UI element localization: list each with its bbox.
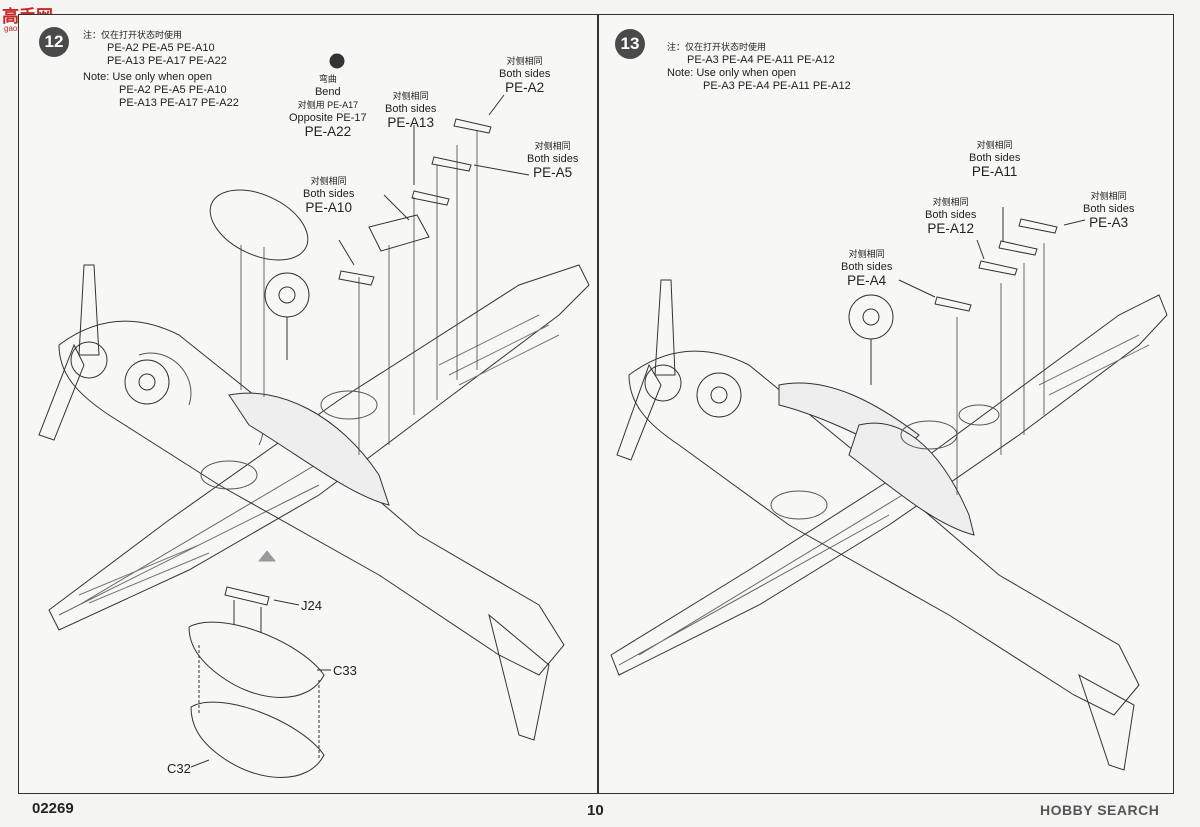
hobby-search-watermark: HOBBY SEARCH bbox=[1040, 802, 1160, 818]
aircraft-drawing-12 bbox=[38, 53, 590, 778]
step-13-note: 注：仅在打开状态时使用 PE-A3 PE-A4 PE-A11 PE-A12 No… bbox=[667, 42, 851, 92]
step-12-badge: 12 bbox=[39, 27, 69, 57]
step-13-panel: 13 注：仅在打开状态时使用 PE-A3 PE-A4 PE-A11 PE-A12… bbox=[598, 14, 1174, 794]
callout-pe-a10: 对侧相同 Both sides PE-A10 bbox=[303, 176, 355, 215]
step-12-panel: 12 注：仅在打开状态时使用 PE-A2 PE-A5 PE-A10 PE-A13… bbox=[18, 14, 598, 794]
callout-pe-a11: 对侧相同 Both sides PE-A11 bbox=[969, 140, 1021, 179]
callout-pe-a13: 对侧相同 Both sides PE-A13 bbox=[385, 91, 437, 130]
kit-code: 02269 bbox=[32, 800, 74, 817]
callout-pe-a3: 对侧相同 Both sides PE-A3 bbox=[1083, 191, 1135, 230]
callout-pe-a22: 弯曲 Bend 对侧用 PE-A17 Opposite PE-17 PE-A22 bbox=[289, 74, 367, 139]
callout-pe-a12: 对侧相同 Both sides PE-A12 bbox=[925, 197, 977, 236]
callout-pe-a5: 对侧相同 Both sides PE-A5 bbox=[527, 141, 579, 180]
part-label-j24: J24 bbox=[301, 598, 322, 613]
part-label-c32: C32 bbox=[167, 761, 191, 776]
aircraft-drawing-13 bbox=[610, 207, 1168, 771]
step-12-note: 注：仅在打开状态时使用 PE-A2 PE-A5 PE-A10 PE-A13 PE… bbox=[83, 30, 239, 109]
page-number: 10 bbox=[587, 802, 604, 819]
callout-pe-a2: 对侧相同 Both sides PE-A2 bbox=[499, 56, 551, 95]
callout-pe-a4: 对侧相同 Both sides PE-A4 bbox=[841, 249, 893, 288]
part-label-c33: C33 bbox=[333, 663, 357, 678]
step-13-badge: 13 bbox=[615, 29, 645, 59]
